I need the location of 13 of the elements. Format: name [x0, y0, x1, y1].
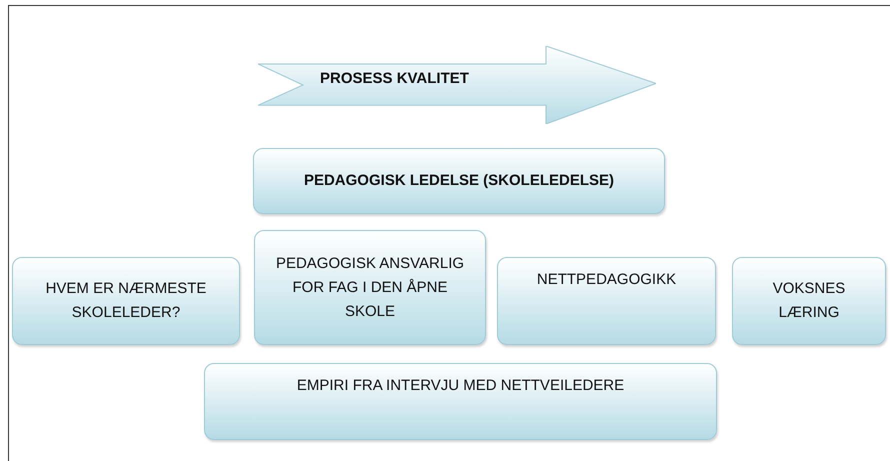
box-label: HVEM ER NÆRMESTE SKOLELEDER?	[44, 279, 208, 323]
arrow-label: PROSESS KVALITET	[320, 70, 469, 87]
box-label: EMPIRI FRA INTERVJU MED NETTVEILEDERE	[296, 376, 624, 396]
topic-box	[732, 257, 886, 345]
topic-box	[12, 257, 240, 345]
box-label: PEDAGOGISK LEDELSE (SKOLELEDELSE)	[304, 171, 614, 191]
box-label: NETTPEDAGOGIKK	[536, 270, 676, 290]
box-label: PEDAGOGISK ANSVARLIG FOR FAG I DEN ÅPNE SKOLE	[275, 254, 465, 322]
topic-box	[254, 230, 486, 345]
topic-box	[497, 257, 716, 345]
topic-box	[204, 363, 717, 440]
header-box	[253, 148, 665, 214]
box-label: VOKSNES LÆRING	[772, 279, 846, 323]
